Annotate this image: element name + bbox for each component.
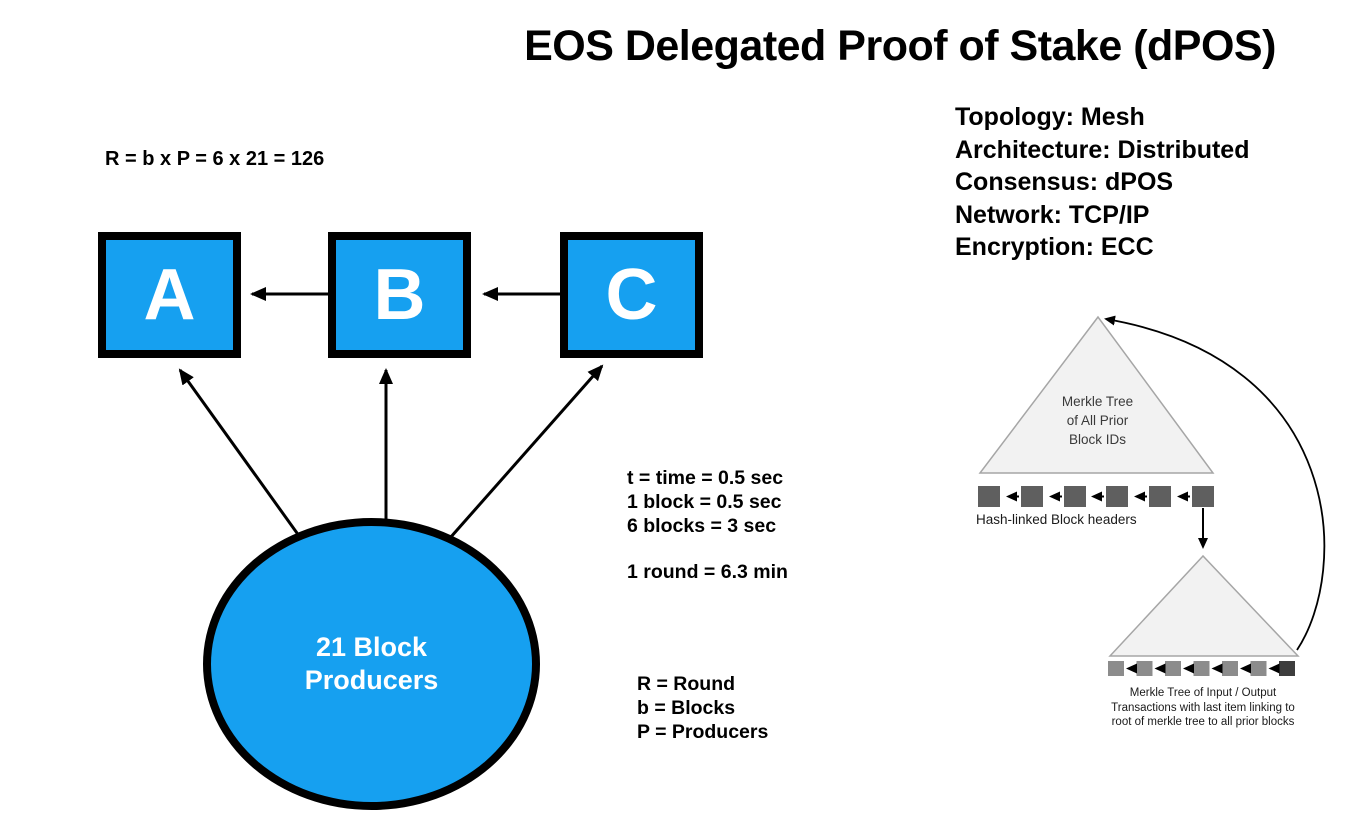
spec-encryption: Encryption: ECC bbox=[955, 233, 1154, 261]
timing-block: 1 block = 0.5 sec bbox=[627, 491, 782, 513]
merkle-label-line1: Merkle Tree bbox=[1061, 394, 1134, 409]
tx-merkle-caption: Merkle Tree of Input / Output Transactio… bbox=[1053, 686, 1353, 730]
linking-arc bbox=[1104, 315, 1326, 651]
header-square bbox=[1106, 486, 1128, 507]
block-header-chain bbox=[978, 486, 1214, 507]
block-a: A bbox=[98, 232, 241, 358]
legend-blocks: b = Blocks bbox=[637, 697, 736, 719]
header-square bbox=[1064, 486, 1086, 507]
tx-square bbox=[1193, 661, 1210, 676]
spec-architecture: Architecture: Distributed bbox=[955, 135, 1250, 164]
timing-round: 1 round = 6.3 min bbox=[627, 561, 788, 583]
header-square bbox=[1192, 486, 1214, 507]
tx-square-last bbox=[1279, 661, 1295, 676]
block-c-label: C bbox=[605, 255, 658, 335]
block-producers-circle: 21 Block Producers bbox=[203, 518, 540, 810]
spec-network: Network: TCP/IP bbox=[955, 200, 1150, 229]
block-b-label: B bbox=[373, 255, 426, 335]
tx-square bbox=[1165, 661, 1181, 676]
merkle-label-line2: of All Prior bbox=[1066, 413, 1129, 428]
tx-chain bbox=[1108, 661, 1295, 676]
header-square bbox=[1021, 486, 1043, 507]
block-b: B bbox=[328, 232, 471, 358]
symbol-legend: R = Round b = Blocks P = Producers bbox=[637, 672, 768, 744]
producers-line2: Producers bbox=[304, 665, 439, 695]
spec-topology: Topology: Mesh bbox=[955, 103, 1145, 131]
spec-consensus: Consensus: dPOS bbox=[955, 168, 1174, 196]
block-c: C bbox=[560, 232, 703, 358]
timing-time: t = time = 0.5 sec bbox=[627, 467, 784, 489]
legend-producers: P = Producers bbox=[637, 721, 769, 743]
merkle-top-triangle-label: Merkle Tree of All Prior Block IDs bbox=[1010, 392, 1185, 449]
header-square bbox=[1149, 486, 1171, 507]
page-title: EOS Delegated Proof of Stake (dPOS) bbox=[524, 22, 1276, 70]
tx-caption-line2: Transactions with last item linking to bbox=[1111, 701, 1295, 714]
timing-blocks: 6 blocks = 3 sec bbox=[627, 515, 777, 537]
timing-notes: t = time = 0.5 sec 1 block = 0.5 sec 6 b… bbox=[627, 466, 788, 584]
producers-line1: 21 Block bbox=[315, 632, 428, 662]
tx-square bbox=[1136, 661, 1153, 676]
merkle-top-triangle bbox=[978, 315, 1215, 474]
header-square bbox=[978, 486, 1000, 507]
legend-round: R = Round bbox=[637, 673, 736, 695]
tx-caption-line1: Merkle Tree of Input / Output bbox=[1129, 687, 1277, 699]
merkle-tx-triangle bbox=[1108, 554, 1300, 657]
tx-square bbox=[1222, 661, 1238, 676]
hash-linked-headers-label: Hash-linked Block headers bbox=[976, 512, 1137, 527]
round-formula: R = b x P = 6 x 21 = 126 bbox=[105, 148, 325, 170]
arrow-producers-to-a bbox=[178, 368, 304, 541]
arrow-producers-to-c bbox=[448, 364, 604, 539]
block-a-label: A bbox=[143, 255, 196, 335]
merkle-label-line3: Block IDs bbox=[1068, 432, 1126, 447]
tx-square bbox=[1108, 661, 1124, 676]
network-specs: Topology: Mesh Architecture: Distributed… bbox=[955, 101, 1249, 264]
tx-square bbox=[1250, 661, 1267, 676]
tx-caption-line3: root of merkle tree to all prior blocks bbox=[1111, 716, 1295, 728]
